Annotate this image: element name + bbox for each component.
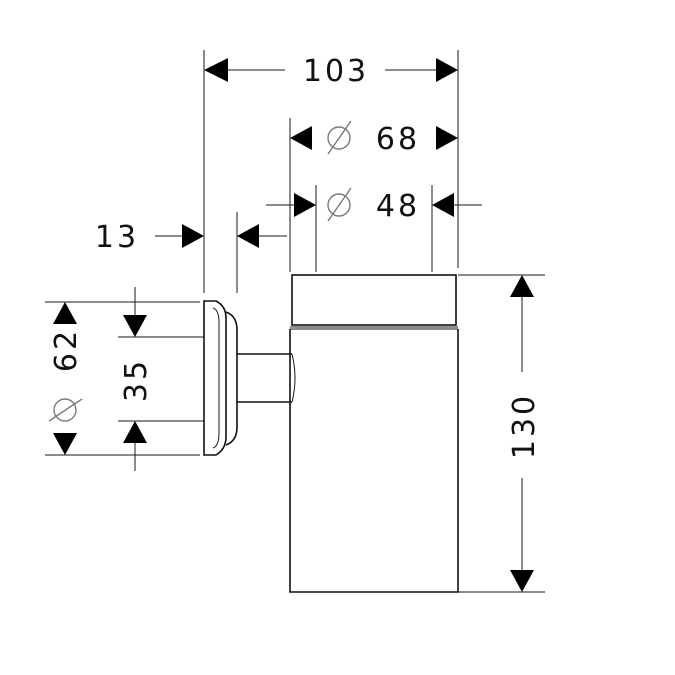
glass-tumbler bbox=[289, 274, 459, 593]
dimension-68-label: 68 bbox=[376, 122, 420, 157]
dimension-35: 35 bbox=[119, 287, 154, 471]
diameter-icon bbox=[327, 187, 352, 222]
arrow-left-icon bbox=[290, 126, 312, 150]
dimension-13: 13 bbox=[95, 220, 287, 255]
dimension-35-label: 35 bbox=[119, 358, 154, 402]
dimension-130-label: 130 bbox=[507, 393, 542, 459]
arrow-left-icon bbox=[204, 58, 228, 82]
dimension-103-label: 103 bbox=[303, 54, 369, 89]
arrow-right-icon bbox=[436, 58, 458, 82]
arrow-down-icon bbox=[510, 570, 534, 592]
arrow-down-icon bbox=[123, 315, 147, 337]
wall-plate bbox=[203, 300, 238, 456]
dimension-48-label: 48 bbox=[376, 189, 420, 224]
dimension-13-label: 13 bbox=[95, 220, 139, 255]
arrow-up-icon bbox=[53, 302, 77, 324]
arrow-right-icon bbox=[294, 193, 316, 217]
dimension-diameter-48: 48 bbox=[266, 187, 482, 224]
diameter-icon bbox=[327, 120, 352, 155]
arrow-right-icon bbox=[182, 224, 204, 248]
dimension-diameter-68: 68 bbox=[290, 120, 458, 157]
dimension-62-label: 62 bbox=[49, 328, 84, 372]
arrow-right-icon bbox=[436, 126, 458, 150]
holder-arm bbox=[237, 353, 296, 403]
arrow-up-icon bbox=[123, 421, 147, 443]
dimension-130: 130 bbox=[507, 275, 542, 592]
extension-lines bbox=[45, 50, 545, 593]
arrow-up-icon bbox=[510, 275, 534, 297]
dimension-diameter-62: 62 bbox=[48, 302, 84, 455]
arrow-left-icon bbox=[432, 193, 454, 217]
arrow-down-icon bbox=[53, 433, 77, 455]
dimension-103: 103 bbox=[204, 54, 458, 89]
arrow-left-icon bbox=[237, 224, 259, 248]
diameter-icon bbox=[48, 398, 83, 422]
